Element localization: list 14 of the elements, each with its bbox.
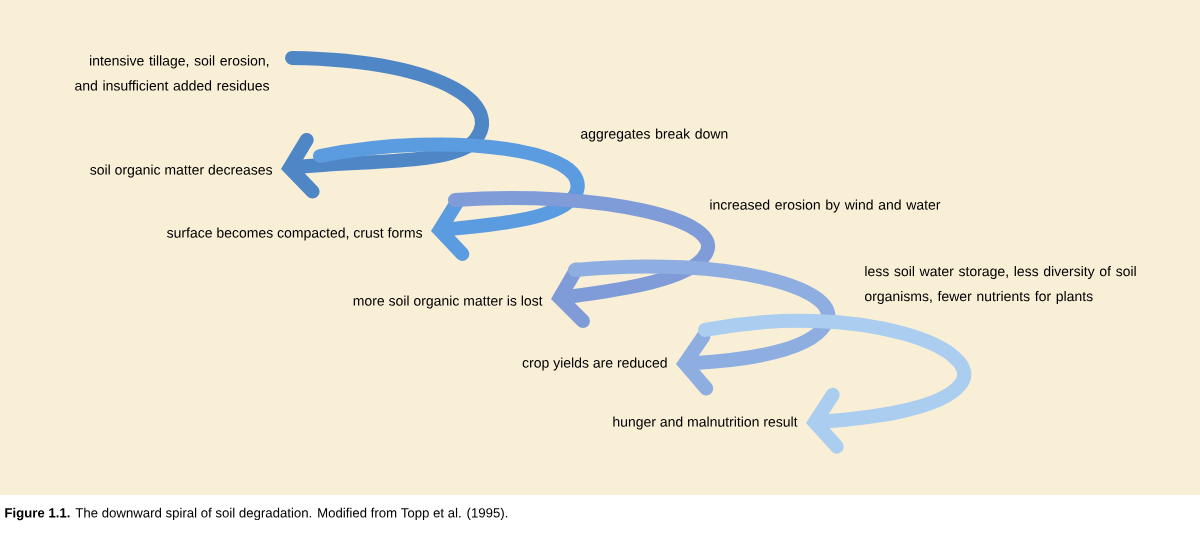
edge-label: increased erosion by wind and water <box>710 199 941 213</box>
caption: Figure 1.1. The downward spiral of soil degradation. Modified from Topp et al. (1995). <box>5 507 508 521</box>
edge-label: aggregates break down <box>581 128 728 142</box>
curved-arrow <box>568 259 836 396</box>
curved-arrow <box>698 314 972 454</box>
step-text: hunger and malnutrition result <box>613 416 798 430</box>
step-text: crop yields are reduced <box>522 357 667 371</box>
curved-arrow <box>313 137 585 261</box>
step-text: more soil organic matter is lost <box>353 295 543 309</box>
edge-label: less soil water storage, less diversity of soil organisms, fewer nutrients for plants <box>865 266 1136 305</box>
step-text: intensive tillage, soil erosion, and insufficient added residues <box>75 55 270 91</box>
step-text: surface becomes compacted, crust forms <box>167 227 423 241</box>
curved-arrow <box>281 50 489 199</box>
step-text: soil organic matter decreases <box>90 164 273 178</box>
